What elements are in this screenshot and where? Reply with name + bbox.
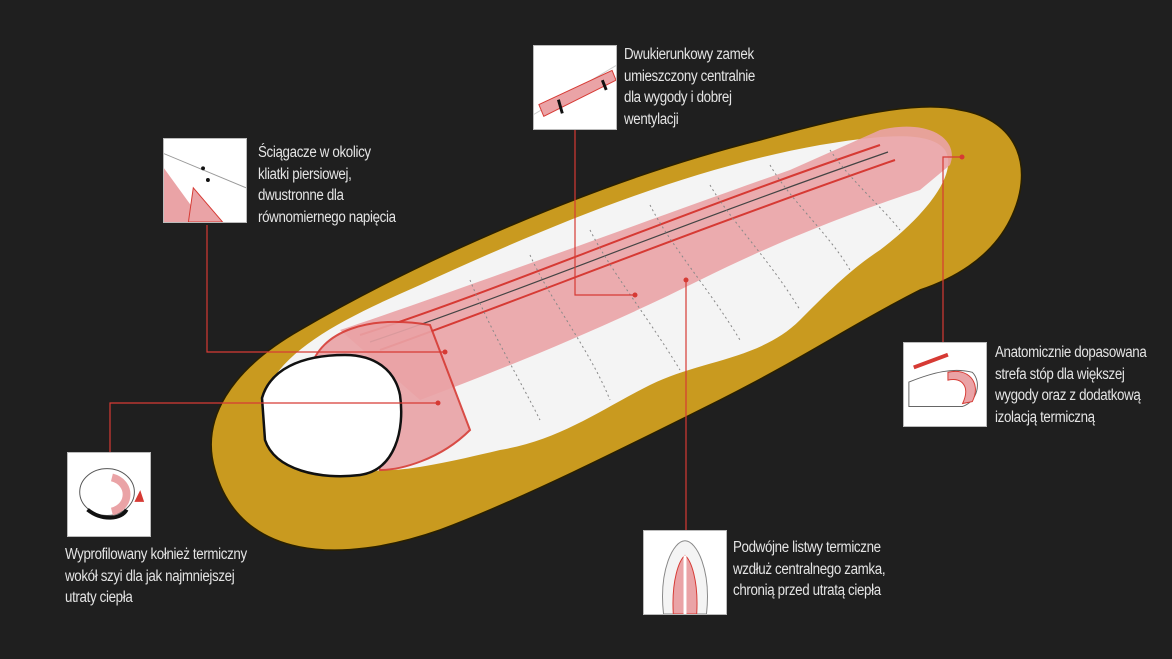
caption-line: wzdłuż centralnego zamka, <box>733 560 886 578</box>
caption-line: Wyprofilowany kołnież termiczny <box>65 546 247 563</box>
caption-line: wentylacji <box>624 110 679 128</box>
caption-line: wygody oraz z dodatkową <box>995 387 1141 404</box>
caption-line: dwustronne dla <box>258 187 344 204</box>
foot-box-detail-image <box>903 342 987 427</box>
baffles-detail-image <box>643 530 727 615</box>
collar-detail-image <box>67 452 151 537</box>
caption-line: Dwukierunkowy zamek <box>624 46 754 63</box>
chest-strap-caption: Ściągacze w okolicy kliatki piersiowej, dw… <box>258 142 396 228</box>
caption-line: Anatomicznie dopasowana <box>995 344 1147 361</box>
caption-line: równomiernego napięcia <box>258 208 396 226</box>
caption-line: dla wygody i dobrej <box>624 89 732 106</box>
caption-line: izolacją termiczną <box>995 408 1095 426</box>
caption-line: utraty ciepła <box>65 589 133 606</box>
hood-opening <box>260 353 403 478</box>
foot-box-caption: Anatomicznie dopasowana strefa stóp dla w… <box>995 342 1147 428</box>
caption-line: Podwójne listwy termiczne <box>733 539 881 556</box>
caption-line: chronią przed utratą ciepła <box>733 582 881 599</box>
baffles-caption: Podwójne listwy termiczne wzdłuż centraln… <box>733 537 886 602</box>
caption-line: wokół szyi dla jak najmniejszej <box>65 567 235 585</box>
caption-line: kliatki piersiowej, <box>258 165 352 183</box>
collar-caption: Wyprofilowany kołnież termiczny wokół szy… <box>65 544 247 609</box>
caption-line: strefa stóp dla większej <box>995 365 1125 383</box>
chest-strap-detail-image <box>163 138 247 223</box>
zipper-caption: Dwukierunkowy zamek umieszczony centralni… <box>624 44 755 130</box>
caption-line: Ściągacze w okolicy <box>258 144 371 161</box>
zipper-detail-image <box>533 45 617 130</box>
caption-line: umieszczony centralnie <box>624 67 755 85</box>
leader-lines <box>109 130 962 530</box>
